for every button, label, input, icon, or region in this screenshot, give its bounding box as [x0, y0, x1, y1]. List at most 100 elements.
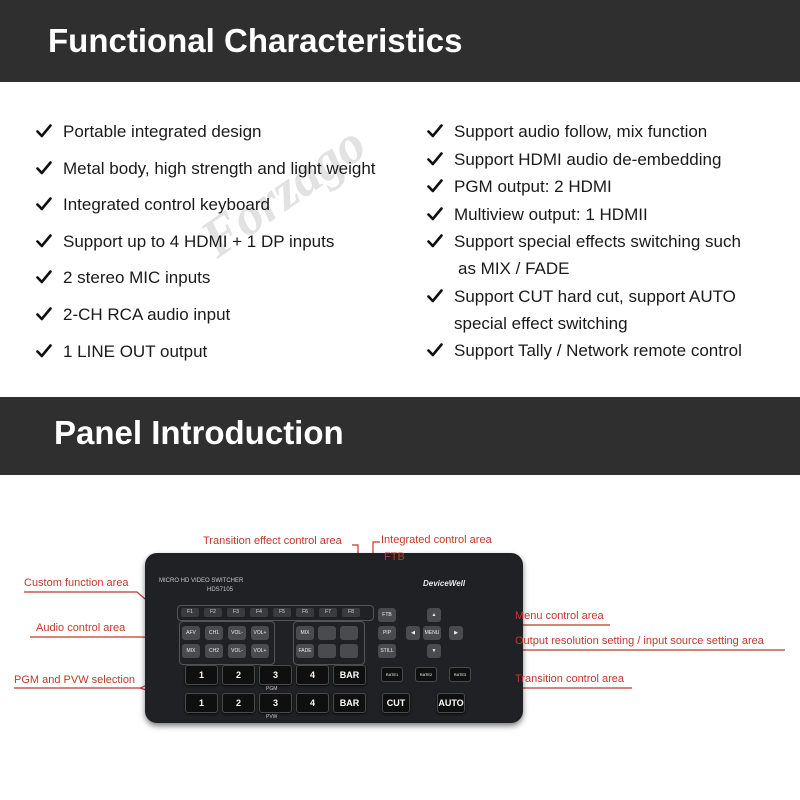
rate-key[interactable]: RATE1 — [381, 667, 403, 682]
transition-effect-key[interactable]: FADE — [296, 644, 314, 658]
arrow-key-icon[interactable]: ▶ — [449, 626, 463, 640]
checkmark-icon — [427, 343, 443, 357]
feature-item: Portable integrated design — [36, 118, 376, 155]
feature-text: Metal body, high strength and light weig… — [63, 158, 376, 178]
audio-key[interactable]: VOL+ — [251, 644, 269, 658]
pvw-key[interactable]: 1 — [185, 693, 218, 713]
control-key[interactable]: FTB — [378, 608, 396, 622]
checkmark-icon — [427, 206, 443, 220]
transition-effect-key[interactable] — [340, 644, 358, 658]
feature-item: Metal body, high strength and light weig… — [36, 155, 376, 192]
function-key[interactable]: F8 — [342, 608, 360, 617]
audio-key[interactable]: AFV — [182, 626, 200, 640]
function-key[interactable]: F2 — [204, 608, 222, 617]
video-switcher-device: MICRO HD VIDEO SWITCHER HDS7105 DeviceWe… — [145, 553, 523, 723]
rate-key[interactable]: RATE2 — [415, 667, 437, 682]
feature-item: Support HDMI audio de-embedding — [427, 146, 721, 173]
transition-effect-key[interactable] — [340, 626, 358, 640]
feature-item: Support special effects switching such as… — [427, 228, 741, 282]
pgm-key[interactable]: 2 — [222, 665, 255, 685]
pgm-row-label: PGM — [266, 686, 278, 692]
feature-item: PGM output: 2 HDMI — [427, 173, 612, 200]
control-key[interactable]: STILL — [378, 644, 396, 658]
feature-text-line: Support HDMI audio de-embedding — [454, 149, 722, 169]
audio-key[interactable]: VOL- — [228, 644, 246, 658]
feature-text-line: Support special effects switching such — [454, 232, 741, 251]
pgm-key[interactable]: 3 — [259, 665, 292, 685]
features-title: Functional Characteristics — [48, 22, 463, 59]
function-key[interactable]: F4 — [250, 608, 268, 617]
pvw-key[interactable]: BAR — [333, 693, 366, 713]
audio-key[interactable]: VOL+ — [251, 626, 269, 640]
pgm-key[interactable]: 4 — [296, 665, 329, 685]
rate-key[interactable]: RATE3 — [449, 667, 471, 682]
device-model-line: MICRO HD VIDEO SWITCHER — [159, 578, 244, 584]
checkmark-icon — [36, 307, 52, 321]
feature-item: Support up to 4 HDMI + 1 DP inputs — [36, 228, 376, 265]
label-transition-effect: Transition effect control area — [203, 535, 342, 547]
feature-item: Integrated control keyboard — [36, 191, 376, 228]
pvw-row-label: PVW — [266, 714, 278, 720]
checkmark-icon — [36, 124, 52, 138]
label-audio-control: Audio control area — [36, 622, 126, 634]
feature-text: 2-CH RCA audio input — [63, 304, 231, 324]
arrow-key-icon[interactable]: ▲ — [427, 608, 441, 622]
transition-effect-key[interactable] — [318, 644, 336, 658]
auto-button[interactable]: AUTO — [437, 693, 465, 713]
transition-effect-key[interactable] — [318, 626, 336, 640]
feature-text-line: PGM output: 2 HDMI — [454, 177, 612, 196]
audio-key[interactable]: CH1 — [205, 626, 223, 640]
cut-button[interactable]: CUT — [382, 693, 410, 713]
pgm-key[interactable]: 1 — [185, 665, 218, 685]
control-key[interactable]: PIP — [378, 626, 396, 640]
transition-frame — [293, 621, 365, 665]
function-key[interactable]: F3 — [227, 608, 245, 617]
checkmark-icon — [36, 197, 52, 211]
feature-item: Multiview output: 1 HDMII — [427, 201, 648, 228]
feature-text: Integrated control keyboard — [63, 195, 270, 215]
feature-item: 2-CH RCA audio input — [36, 301, 376, 338]
label-transition-control: Transition control area — [515, 673, 625, 685]
pgm-key[interactable]: BAR — [333, 665, 366, 685]
features-header: Functional Characteristics — [0, 0, 800, 82]
checkmark-icon — [427, 288, 443, 302]
feature-text-line: Support Tally / Network remote control — [454, 341, 742, 360]
audio-key[interactable]: MIX — [182, 644, 200, 658]
feature-text-line: Support CUT hard cut, support AUTO — [454, 286, 736, 306]
pvw-key[interactable]: 3 — [259, 693, 292, 713]
audio-key[interactable]: CH2 — [205, 644, 223, 658]
pvw-key[interactable]: 4 — [296, 693, 329, 713]
function-key[interactable]: F7 — [319, 608, 337, 617]
audio-key[interactable]: VOL- — [228, 626, 246, 640]
feature-text: 1 LINE OUT output — [63, 341, 208, 361]
feature-item: 2 stereo MIC inputs — [36, 264, 376, 301]
checkmark-icon — [427, 151, 443, 165]
label-output-resolution: Output resolution setting / input source… — [515, 635, 764, 647]
function-key[interactable]: F1 — [181, 608, 199, 617]
device-brand-logo: DeviceWell — [423, 579, 466, 588]
feature-item: Support Tally / Network remote control — [427, 337, 742, 364]
pvw-key[interactable]: 2 — [222, 693, 255, 713]
checkmark-icon — [36, 270, 52, 284]
label-integrated-control: Integrated control area — [381, 534, 492, 546]
arrow-key-icon[interactable]: ◀ — [406, 626, 420, 640]
function-key[interactable]: F6 — [296, 608, 314, 617]
feature-text-line: Support audio follow, mix function — [454, 122, 708, 141]
device-model-number: HDS7105 — [207, 587, 234, 593]
control-key[interactable]: MENU — [423, 626, 441, 640]
feature-text: Portable integrated design — [63, 122, 262, 141]
feature-text-line: special effect switching — [454, 313, 628, 333]
feature-item: Support audio follow, mix function — [427, 118, 707, 145]
feature-text-line: Multiview output: 1 HDMII — [454, 204, 648, 224]
feature-item: 1 LINE OUT output — [36, 338, 376, 375]
feature-text-line: as MIX / FADE — [458, 259, 570, 278]
checkmark-icon — [427, 234, 443, 248]
feature-item: Support CUT hard cut, support AUTO specia… — [427, 283, 736, 337]
audio-frame — [179, 621, 275, 665]
checkmark-icon — [427, 179, 443, 193]
transition-effect-key[interactable]: MIX — [296, 626, 314, 640]
function-key[interactable]: F5 — [273, 608, 291, 617]
checkmark-icon — [36, 233, 52, 248]
arrow-key-icon[interactable]: ▼ — [427, 644, 441, 658]
